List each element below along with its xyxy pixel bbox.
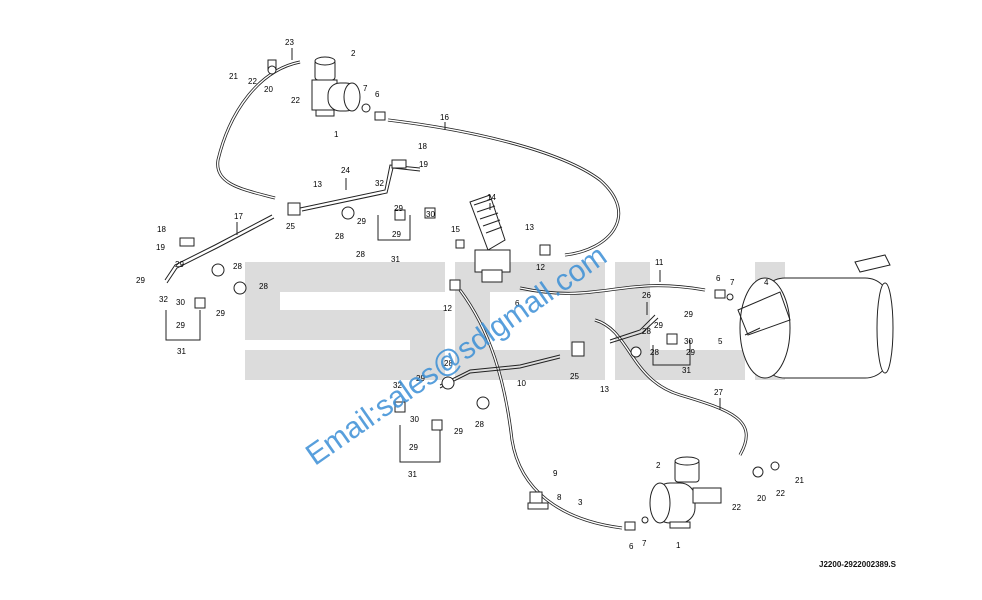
- callout-22: 22: [732, 503, 741, 512]
- callout-29: 29: [686, 348, 695, 357]
- callout-21: 21: [229, 72, 238, 81]
- callout-29: 29: [416, 374, 425, 383]
- callout-6: 6: [515, 299, 520, 308]
- callout-25: 25: [570, 372, 579, 381]
- callout-30: 30: [410, 415, 419, 424]
- hose-23: [216, 60, 301, 200]
- pipe-17: [164, 214, 275, 284]
- callout-18: 18: [157, 225, 166, 234]
- callout-4: 4: [764, 278, 769, 287]
- callout-7: 7: [730, 278, 735, 287]
- callout-6: 6: [716, 274, 721, 283]
- callout-2: 2: [351, 49, 356, 58]
- callout-9: 9: [553, 469, 558, 478]
- hose-27: [594, 318, 748, 456]
- callout-5: 5: [718, 337, 723, 346]
- callout-22: 22: [291, 96, 300, 105]
- callout-30: 30: [426, 210, 435, 219]
- callout-32: 32: [159, 295, 168, 304]
- callout-30: 30: [176, 298, 185, 307]
- callout-6: 6: [375, 90, 380, 99]
- callout-29: 29: [392, 230, 401, 239]
- callout-29: 29: [654, 321, 663, 330]
- callout-2: 2: [656, 461, 661, 470]
- callout-29: 29: [136, 276, 145, 285]
- callout-16: 16: [440, 113, 449, 122]
- callout-13: 13: [313, 180, 322, 189]
- callout-28: 28: [233, 262, 242, 271]
- callout-31: 31: [177, 347, 186, 356]
- callout-22: 22: [248, 77, 257, 86]
- callout-7: 7: [642, 539, 647, 548]
- callout-31: 31: [391, 255, 400, 264]
- callout-26: 26: [642, 291, 651, 300]
- callout-13: 13: [600, 385, 609, 394]
- drawing-code: J2200-2922002389.S: [819, 560, 896, 569]
- bracket-lines: [165, 215, 691, 463]
- callout-19: 19: [419, 160, 428, 169]
- callout-22: 22: [776, 489, 785, 498]
- callout-23: 23: [285, 38, 294, 47]
- callout-labels: 1 1 2 2 3 4 5 6 6 6 6 7 7 7 8 9 10 11 12…: [136, 38, 804, 551]
- callout-14: 14: [487, 193, 496, 202]
- callout-10: 10: [517, 379, 526, 388]
- hose-3: [458, 289, 623, 530]
- callout-11: 11: [655, 258, 664, 267]
- callout-28: 28: [650, 348, 659, 357]
- callout-28: 28: [444, 359, 453, 368]
- callout-27: 27: [714, 388, 723, 397]
- callout-28: 28: [259, 282, 268, 291]
- callout-29: 29: [394, 204, 403, 213]
- callout-29: 29: [684, 310, 693, 319]
- callout-17: 17: [234, 212, 243, 221]
- callout-12: 12: [536, 263, 545, 272]
- callout-30: 30: [684, 337, 693, 346]
- callout-29: 29: [409, 443, 418, 452]
- callout-21: 21: [795, 476, 804, 485]
- callout-28: 28: [335, 232, 344, 241]
- callout-29: 29: [175, 260, 184, 269]
- callout-8: 8: [557, 493, 562, 502]
- brake-chamber-upper: [311, 56, 361, 117]
- leader-lines: [236, 48, 761, 410]
- callout-1: 1: [676, 541, 681, 550]
- callout-31: 31: [682, 366, 691, 375]
- brake-chamber-lower: [649, 456, 722, 529]
- callout-32: 32: [393, 381, 402, 390]
- pipe-10: [439, 354, 561, 389]
- callout-29: 29: [357, 217, 366, 226]
- callout-7: 7: [363, 84, 368, 93]
- callout-13: 13: [525, 223, 534, 232]
- callout-20: 20: [757, 494, 766, 503]
- callout-32: 32: [375, 179, 384, 188]
- callout-12: 12: [443, 304, 452, 313]
- pedal-valve: [469, 194, 511, 283]
- hose-16: [387, 118, 621, 257]
- pipe-26: [609, 314, 659, 344]
- callout-15: 15: [451, 225, 460, 234]
- callout-19: 19: [156, 243, 165, 252]
- callout-29: 29: [216, 309, 225, 318]
- callout-18: 18: [418, 142, 427, 151]
- callout-28: 28: [642, 327, 651, 336]
- fittings: [179, 59, 780, 531]
- callout-25: 25: [286, 222, 295, 231]
- callout-31: 31: [408, 470, 417, 479]
- callout-3: 3: [578, 498, 583, 507]
- callout-24: 24: [341, 166, 350, 175]
- callout-1: 1: [334, 130, 339, 139]
- air-tank: [737, 254, 894, 379]
- callout-29: 29: [454, 427, 463, 436]
- callout-20: 20: [264, 85, 273, 94]
- callout-29: 29: [176, 321, 185, 330]
- hose-11: [519, 284, 706, 295]
- callout-6: 6: [629, 542, 634, 551]
- callout-28: 28: [356, 250, 365, 259]
- callout-28: 28: [475, 420, 484, 429]
